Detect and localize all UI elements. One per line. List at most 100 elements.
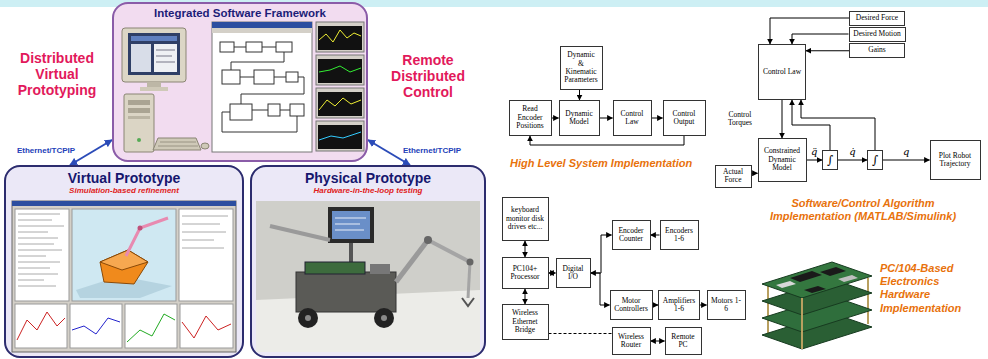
software-screenshot — [240, 77, 254, 78]
computer-illustration — [156, 56, 172, 57]
computer-illustration — [137, 138, 141, 142]
robot-photo — [424, 236, 432, 244]
scope-windows — [316, 22, 364, 52]
robot-photo — [467, 259, 474, 266]
simulation-screenshot — [17, 312, 65, 340]
robot-photo — [462, 298, 474, 306]
simulation-screenshot — [182, 240, 214, 241]
panel-box: Virtual PrototypeSimulation-based refine… — [4, 165, 244, 358]
simulation-screenshot — [15, 209, 69, 301]
block-box: Dynamic Model — [559, 100, 600, 136]
connector — [807, 160, 823, 161]
block-box: Actual Force — [715, 165, 752, 188]
simulation-screenshot — [182, 216, 228, 217]
robot-photo — [335, 218, 366, 219]
pc104-board-stack — [801, 298, 803, 349]
robot-photo — [332, 211, 370, 239]
simulation-screenshot — [12, 201, 236, 206]
computer-illustration — [160, 142, 196, 143]
robot-photo — [428, 240, 470, 262]
simulation-screenshot — [18, 274, 58, 275]
pc104-board-stack — [762, 262, 872, 349]
node-text: Gains — [868, 46, 886, 54]
node-text: Encoders 1-6 — [664, 227, 695, 244]
simulation-screenshot — [18, 280, 44, 281]
connector — [591, 273, 610, 305]
node-text: ∫ — [872, 154, 878, 166]
block-box: Dynamic & Kinematic Parameters — [560, 46, 603, 90]
node-text: Desired Force — [856, 14, 898, 22]
node-text: Read Encoder Positions — [513, 105, 548, 130]
connector — [651, 235, 660, 236]
robot-photo — [305, 262, 365, 274]
computer-illustration — [122, 28, 209, 152]
software-screenshot — [268, 104, 280, 116]
node-text: Dynamic & Kinematic Parameters — [564, 51, 599, 85]
integrator-box: ∫ — [822, 150, 838, 170]
software-screenshot — [246, 42, 262, 52]
software-screenshot — [230, 104, 252, 120]
connector — [883, 160, 930, 161]
robot-photo — [256, 201, 480, 352]
pc104-board-stack — [790, 271, 822, 282]
software-screenshot — [262, 47, 276, 48]
scope-windows — [316, 22, 364, 151]
computer-illustration — [131, 36, 177, 41]
block-box: Motor Controllers — [610, 290, 653, 320]
simulation-screenshot — [12, 201, 236, 352]
robot-photo — [370, 264, 390, 274]
connector — [801, 100, 875, 150]
simulation-screenshot — [182, 248, 224, 249]
edge-label: Control Torques — [721, 111, 759, 128]
node-text: Amplifiers 1-6 — [662, 297, 696, 314]
software-screenshot — [212, 28, 312, 33]
computer-illustration — [158, 146, 198, 147]
pc104-board-stack — [838, 275, 858, 282]
simulation-screenshot — [180, 304, 233, 348]
integrator-box: ∫ — [867, 150, 883, 170]
software-screenshot — [212, 22, 312, 152]
software-screenshot — [220, 42, 234, 52]
pc104-board-stack — [776, 281, 796, 288]
caption-label: High Level System Implementation — [510, 157, 710, 170]
node-text: Desired Motion — [853, 30, 900, 38]
robot-photo — [270, 226, 330, 240]
block-box: keyboard monitor disk drives etc... — [502, 197, 549, 241]
robot-photo — [256, 201, 480, 352]
connector — [792, 34, 849, 44]
simulation-screenshot — [126, 218, 168, 256]
block-box: Control Law — [613, 100, 652, 136]
robot-photo — [374, 308, 394, 328]
software-screenshot — [222, 70, 240, 84]
node-text: Dynamic Model — [563, 110, 596, 127]
node-text: Digital I/O — [560, 265, 587, 282]
block-box: Desired Force — [849, 11, 905, 26]
simulation-screenshot — [18, 256, 46, 257]
block-box: Digital I/O — [556, 258, 591, 288]
block-box: Remote PC — [665, 327, 702, 355]
simulation-screenshot — [18, 214, 60, 215]
connector — [552, 118, 559, 119]
simulation-screenshot — [18, 238, 58, 239]
section-label: Distributed Virtual Prototyping — [7, 50, 107, 98]
simulation-screenshot — [18, 244, 54, 245]
connector — [838, 160, 867, 161]
simulation-screenshot — [182, 224, 220, 225]
robot-photo — [298, 308, 318, 328]
simulation-screenshot — [179, 209, 233, 301]
node-text: Virtual Prototype — [68, 170, 181, 186]
robot-photo — [396, 240, 428, 282]
scope-windows — [316, 88, 364, 118]
computer-illustration — [156, 62, 175, 63]
connector — [525, 289, 526, 304]
block-box: Encoders 1-6 — [660, 220, 699, 250]
computer-illustration — [128, 108, 150, 113]
block-box: Plot Robot Trajectory — [930, 140, 981, 180]
simulation-screenshot — [15, 304, 67, 348]
simulation-screenshot — [100, 250, 148, 284]
simulation-screenshot — [18, 220, 52, 221]
node-text: Motor Controllers — [614, 297, 649, 314]
software-screenshot — [212, 22, 312, 152]
software-screenshot — [254, 70, 274, 84]
simulation-screenshot — [72, 318, 120, 334]
